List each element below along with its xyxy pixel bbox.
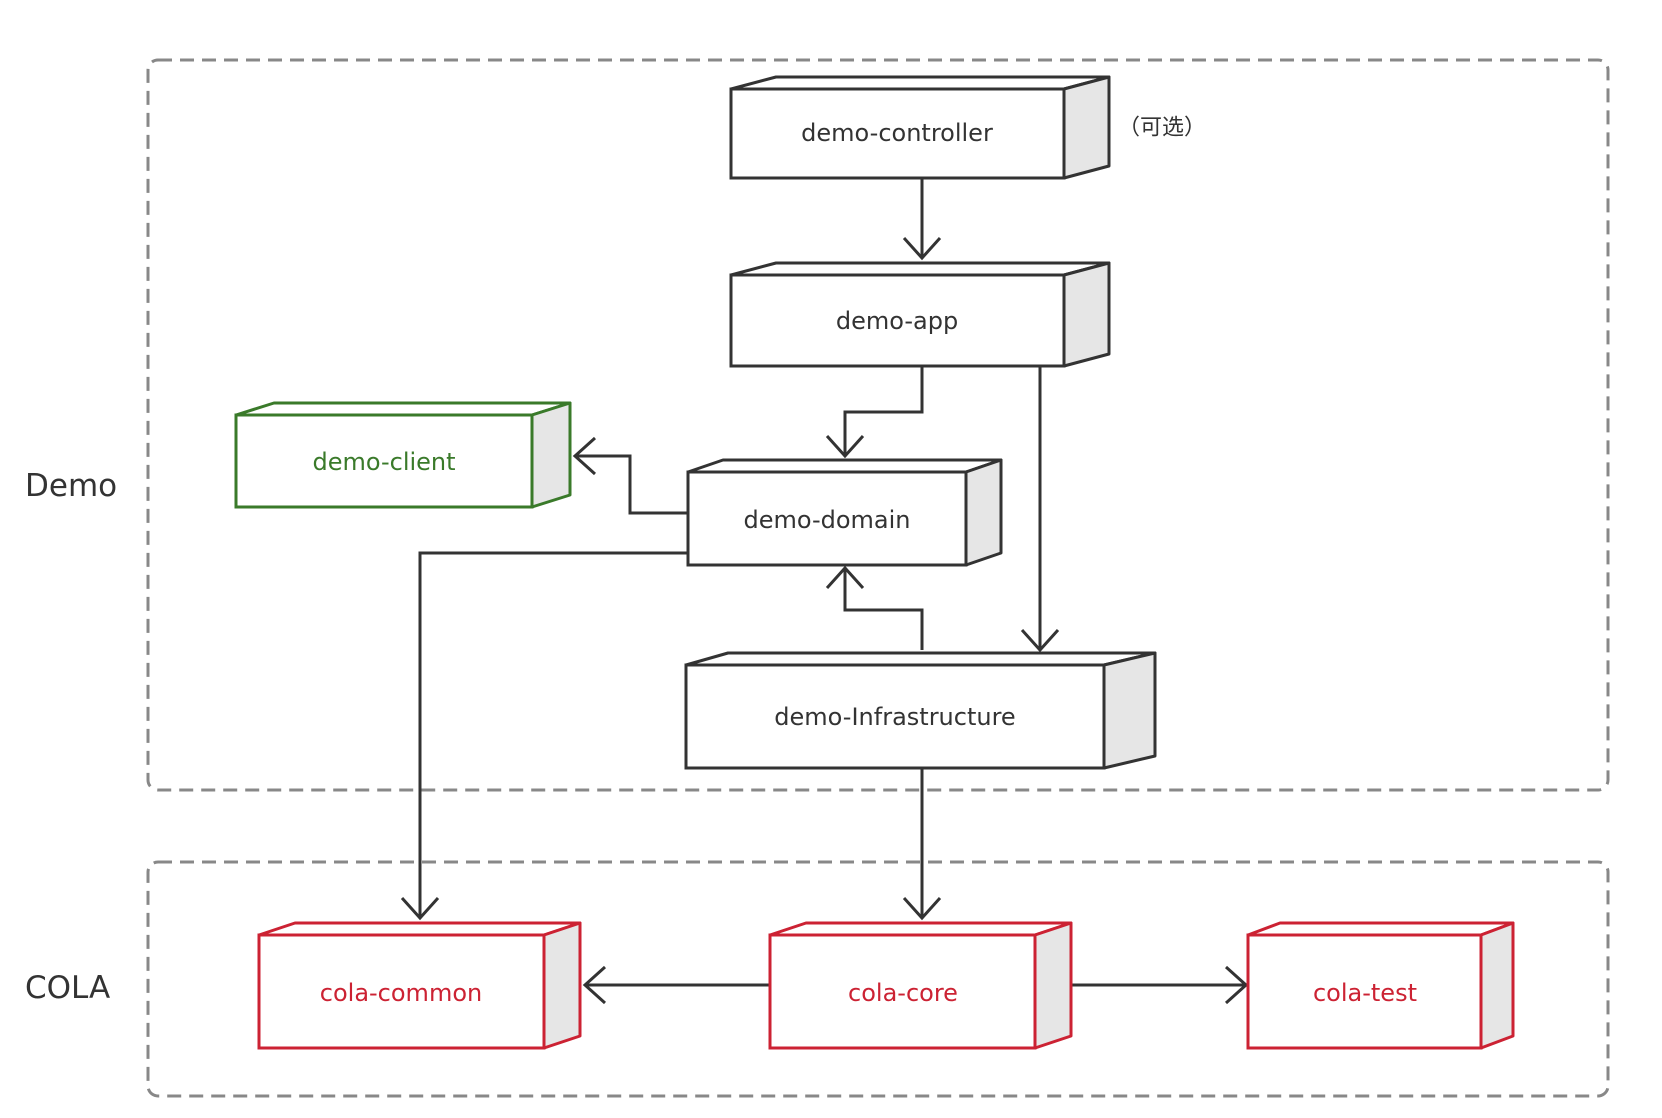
- box-top: [684, 651, 1157, 667]
- node-label: demo-domain: [743, 506, 910, 534]
- cola-group-border: [146, 860, 1610, 1098]
- arrowhead-domain-from-infrastructure: [825, 565, 865, 590]
- box-front: [686, 470, 968, 567]
- box-side: [964, 458, 1003, 567]
- node-label: cola-common: [320, 979, 482, 1007]
- node-demo-domain[interactable]: demo-domain: [686, 458, 1003, 567]
- box-front: [729, 87, 1066, 180]
- connectors: [400, 178, 1249, 1005]
- arrowhead-app-from-controller: [902, 236, 942, 261]
- box-top: [686, 458, 1003, 474]
- demo-group-border: [146, 58, 1610, 792]
- arrowhead-common-from-core: [582, 965, 607, 1005]
- node-label: demo-controller: [801, 119, 993, 147]
- arrowhead-infrastructure-from-app: [1020, 628, 1060, 653]
- node-cola-core[interactable]: cola-core: [768, 921, 1073, 1050]
- box-side: [1479, 921, 1515, 1050]
- box-top: [729, 261, 1111, 277]
- edge-infrastructure-domain: [843, 568, 924, 650]
- arrowhead-core-from-infrastructure: [902, 896, 942, 921]
- edge-domain-common: [418, 551, 688, 918]
- optional-note: （可选）: [1118, 116, 1206, 141]
- box-front: [768, 933, 1037, 1050]
- box-side: [1033, 921, 1073, 1050]
- box-side: [542, 921, 582, 1050]
- node-label: demo-client: [312, 448, 455, 476]
- node-label: cola-test: [1313, 979, 1417, 1007]
- arrowhead-test-from-core: [1224, 965, 1249, 1005]
- arrowhead-common-from-domain: [400, 896, 440, 921]
- box-front: [1246, 933, 1483, 1050]
- edge-domain-client: [575, 454, 688, 515]
- node-label: demo-app: [836, 307, 958, 335]
- box-side: [1062, 261, 1111, 368]
- box-side: [1062, 75, 1111, 180]
- box-front: [684, 663, 1106, 770]
- node-label: cola-core: [848, 979, 958, 1007]
- arrowhead-client-from-domain: [572, 436, 597, 476]
- node-label: demo-Infrastructure: [774, 703, 1015, 731]
- box-top: [768, 921, 1073, 937]
- node-demo-infrastructure[interactable]: demo-Infrastructure: [684, 651, 1157, 770]
- demo-group-label: Demo: [25, 468, 117, 504]
- box-top: [729, 75, 1111, 91]
- box-front: [234, 413, 534, 509]
- arrowhead-domain-from-app: [825, 434, 865, 459]
- box-top: [257, 921, 582, 937]
- cola-group-label: COLA: [25, 970, 110, 1006]
- node-demo-client[interactable]: demo-client: [234, 401, 572, 509]
- box-front: [257, 933, 546, 1050]
- node-demo-app[interactable]: demo-app: [729, 261, 1111, 368]
- box-side: [1102, 651, 1157, 770]
- box-top: [1246, 921, 1515, 937]
- node-demo-controller[interactable]: demo-controller: [729, 75, 1111, 180]
- node-cola-test[interactable]: cola-test: [1246, 921, 1515, 1050]
- box-side: [530, 401, 572, 509]
- edge-app-domain: [843, 366, 924, 456]
- box-top: [234, 401, 572, 417]
- node-cola-common[interactable]: cola-common: [257, 921, 582, 1050]
- box-front: [729, 273, 1066, 368]
